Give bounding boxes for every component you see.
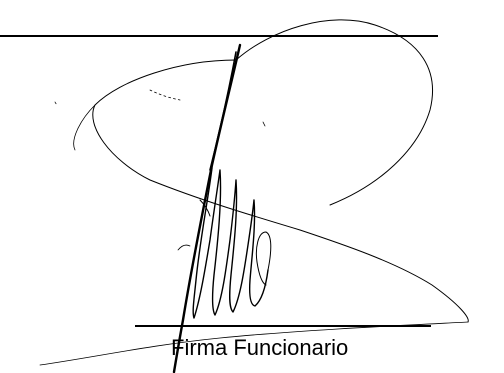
- signature-line: [135, 325, 431, 327]
- top-rule-line: [0, 35, 438, 37]
- signature-label: Firma Funcionario: [171, 335, 349, 360]
